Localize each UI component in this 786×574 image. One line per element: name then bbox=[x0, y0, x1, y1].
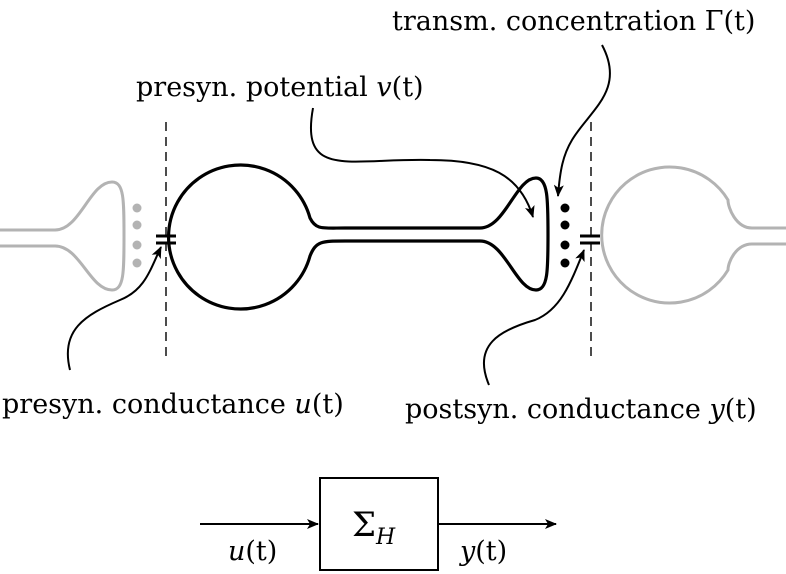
right-neighbor-neuron bbox=[600, 165, 786, 305]
vesicle-dot bbox=[132, 240, 142, 250]
arrow-transmitter bbox=[553, 44, 611, 197]
label-presyn-conductance: presyn. conductance u(t) bbox=[2, 389, 344, 420]
vesicle-dot bbox=[132, 220, 142, 230]
vesicle-dot bbox=[560, 203, 570, 213]
vesicle-dot bbox=[132, 258, 142, 268]
system-label: ΣH bbox=[352, 505, 396, 550]
arrow-postsyn-conductance bbox=[482, 249, 585, 386]
label-transmitter-concentration: transm. concentration Γ(t) bbox=[392, 6, 755, 37]
input-label: u(t) bbox=[228, 536, 277, 567]
presyn-synapse-symbol bbox=[156, 234, 176, 245]
vesicle-dot bbox=[560, 220, 570, 230]
vesicle-dot bbox=[560, 240, 570, 250]
output-label: y(t) bbox=[459, 536, 507, 567]
vesicle-dot bbox=[560, 258, 570, 268]
arrow-presyn-potential bbox=[310, 107, 535, 218]
arrow-presyn-conductance bbox=[66, 246, 162, 371]
system-block bbox=[319, 477, 439, 571]
left-neighbor-neuron bbox=[0, 180, 142, 292]
postsyn-synapse-symbol bbox=[580, 234, 600, 245]
transmitter-vesicles bbox=[560, 203, 570, 268]
vesicle-dot bbox=[132, 203, 142, 213]
label-presyn-potential: presyn. potential v(t) bbox=[136, 72, 424, 103]
block-diagram: u(t) ΣH y(t) bbox=[200, 477, 557, 571]
label-postsyn-conductance: postsyn. conductance y(t) bbox=[405, 394, 757, 425]
main-neuron bbox=[167, 163, 550, 311]
